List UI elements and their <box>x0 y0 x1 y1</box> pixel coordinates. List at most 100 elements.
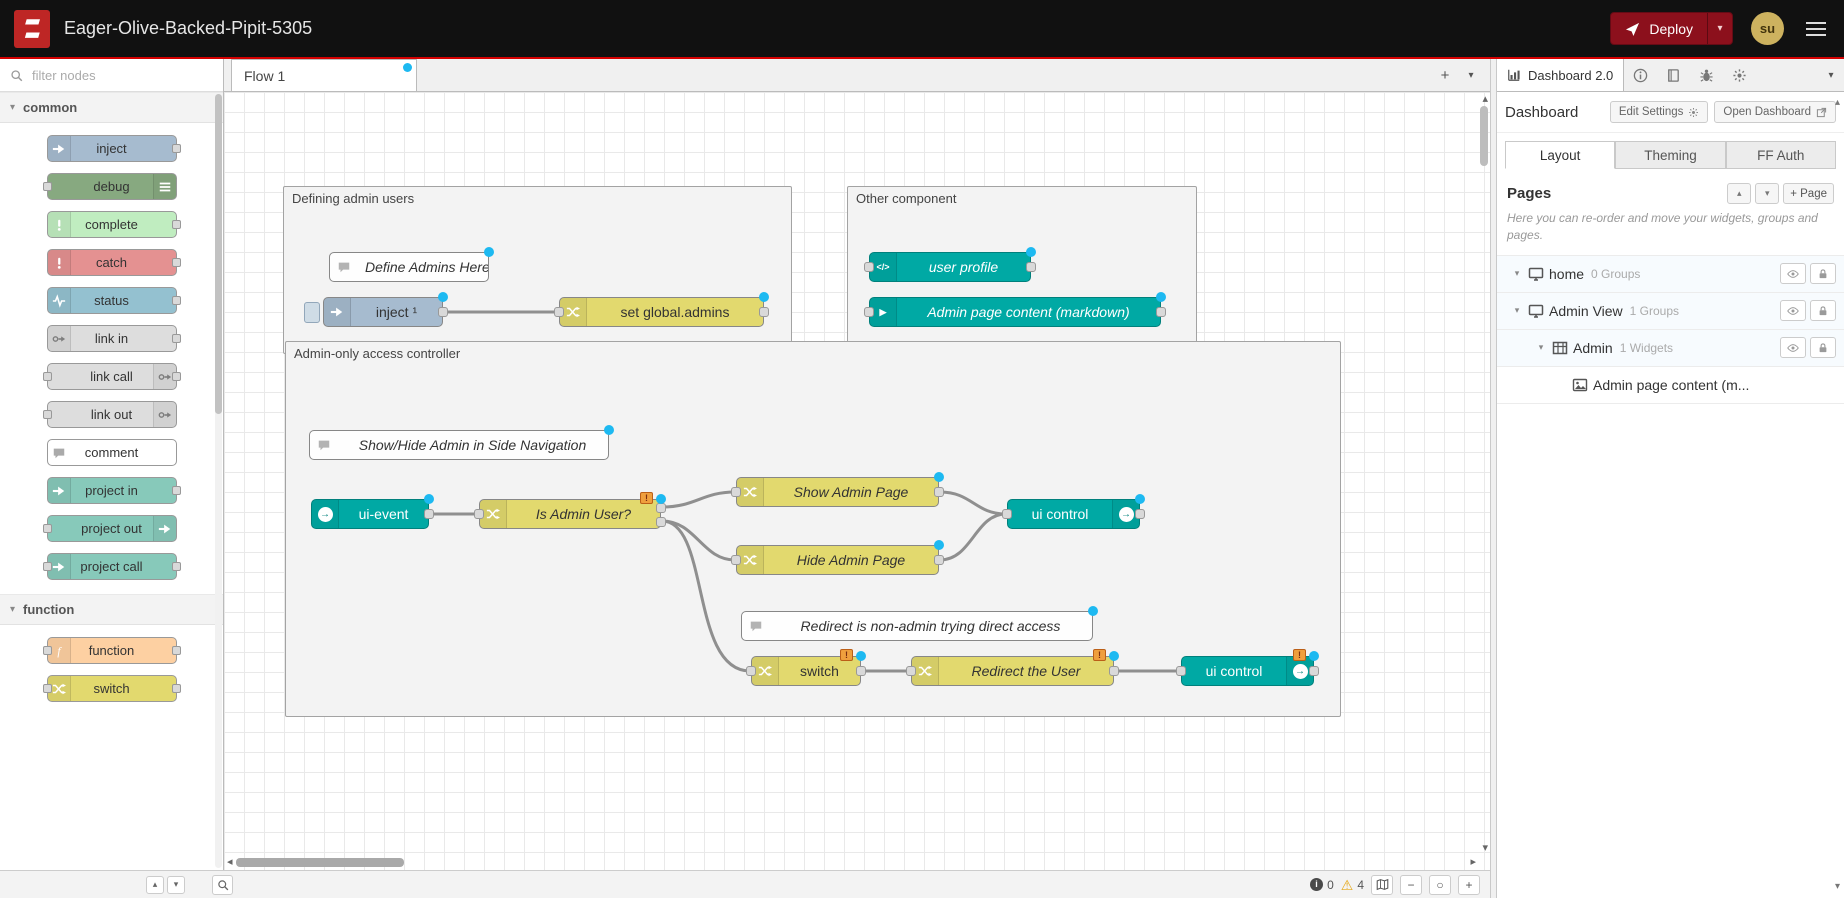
palette-node-debug[interactable]: debug <box>47 173 177 200</box>
node-is-admin-user[interactable]: Is Admin User? ! <box>479 499 661 529</box>
palette-node-status[interactable]: status <box>47 287 177 314</box>
node-comment-redirect[interactable]: Redirect is non-admin trying direct acce… <box>741 611 1093 641</box>
node-comment-show-hide-admin[interactable]: Show/Hide Admin in Side Navigation <box>309 430 609 460</box>
input-port[interactable] <box>1002 509 1012 519</box>
palette-node-project-out[interactable]: project out <box>47 515 177 542</box>
node-switch[interactable]: switch ! <box>751 656 861 686</box>
chevron-down-icon[interactable]: ▾ <box>1509 268 1525 279</box>
output-port[interactable] <box>438 307 448 317</box>
tab-debug[interactable] <box>1690 59 1723 91</box>
edit-settings-button[interactable]: Edit Settings <box>1610 101 1709 123</box>
node-set-global-admins[interactable]: set global.admins <box>559 297 764 327</box>
input-port[interactable] <box>864 307 874 317</box>
output-port[interactable] <box>1309 666 1319 676</box>
move-page-down-button[interactable]: ▾ <box>1755 183 1779 204</box>
output-port[interactable] <box>1026 262 1036 272</box>
node-ui-control-2[interactable]: ui control → ! <box>1181 656 1314 686</box>
visibility-toggle-button[interactable] <box>1780 300 1806 321</box>
node-ui-control-1[interactable]: ui control → <box>1007 499 1140 529</box>
input-port[interactable] <box>474 509 484 519</box>
palette-node-inject[interactable]: inject <box>47 135 177 162</box>
tab-theming[interactable]: Theming <box>1615 141 1725 169</box>
palette-node-link-out[interactable]: link out <box>47 401 177 428</box>
tree-row-admin-group[interactable]: ▾ Admin 1 Widgets <box>1497 330 1844 367</box>
tab-config[interactable] <box>1723 59 1756 91</box>
tab-flow-1[interactable]: Flow 1 <box>231 59 417 91</box>
canvas-scroll-left[interactable]: ◂ <box>227 857 233 868</box>
palette-category-common[interactable]: ▾ common <box>0 92 223 123</box>
node-show-admin-page[interactable]: Show Admin Page <box>736 477 939 507</box>
output-port[interactable] <box>856 666 866 676</box>
palette-node-project-in[interactable]: project in <box>47 477 177 504</box>
node-redirect-the-user[interactable]: Redirect the User ! <box>911 656 1114 686</box>
flow-canvas[interactable]: Defining admin users Other component Adm… <box>224 92 1490 870</box>
input-port[interactable] <box>906 666 916 676</box>
chevron-down-icon[interactable]: ▾ <box>1509 305 1525 316</box>
output-port[interactable] <box>934 487 944 497</box>
lock-toggle-button[interactable] <box>1810 263 1836 284</box>
canvas-scroll-down[interactable]: ▾ <box>1482 843 1488 854</box>
inject-trigger-button[interactable] <box>304 302 320 323</box>
tree-row-admin-page-content[interactable]: Admin page content (m... <box>1497 367 1844 404</box>
input-port[interactable] <box>746 666 756 676</box>
input-port[interactable] <box>864 262 874 272</box>
flow-list-button[interactable]: ▾ <box>1458 63 1484 87</box>
palette-node-comment[interactable]: comment <box>47 439 177 466</box>
add-flow-button[interactable]: + <box>1432 63 1458 87</box>
canvas-scroll-up[interactable]: ▴ <box>1482 94 1488 105</box>
output-port[interactable] <box>1156 307 1166 317</box>
zoom-reset-button[interactable]: ○ <box>1429 875 1451 895</box>
tree-row-admin-view[interactable]: ▾ Admin View 1 Groups <box>1497 293 1844 330</box>
palette-search-input[interactable] <box>30 67 180 84</box>
output-port[interactable] <box>424 509 434 519</box>
palette-collapse-button[interactable]: ▴ <box>146 876 164 894</box>
open-dashboard-button[interactable]: Open Dashboard <box>1714 101 1836 123</box>
lock-toggle-button[interactable] <box>1810 337 1836 358</box>
palette-node-link-call[interactable]: link call <box>47 363 177 390</box>
input-port[interactable] <box>1176 666 1186 676</box>
tab-layout[interactable]: Layout <box>1505 141 1615 169</box>
palette-node-link-in[interactable]: link in <box>47 325 177 352</box>
sidebar-tab-list-button[interactable]: ▾ <box>1818 59 1844 91</box>
node-inject[interactable]: inject ¹ <box>323 297 443 327</box>
canvas-scroll-right[interactable]: ▸ <box>1470 857 1476 868</box>
input-port[interactable] <box>731 555 741 565</box>
tab-dashboard-2[interactable]: Dashboard 2.0 <box>1497 59 1624 91</box>
palette-expand-button[interactable]: ▾ <box>167 876 185 894</box>
search-flows-button[interactable] <box>212 875 233 895</box>
node-hide-admin-page[interactable]: Hide Admin Page <box>736 545 939 575</box>
deploy-options-caret[interactable]: ▾ <box>1707 13 1732 44</box>
warning-count[interactable]: ⚠ 4 <box>1341 878 1364 892</box>
palette-category-function[interactable]: ▾ function <box>0 594 223 625</box>
palette-node-complete[interactable]: complete <box>47 211 177 238</box>
output-port-1[interactable] <box>656 503 666 513</box>
navigator-toggle-button[interactable] <box>1371 875 1393 895</box>
palette-scrollbar-thumb[interactable] <box>215 94 222 414</box>
move-page-up-button[interactable]: ▴ <box>1727 183 1751 204</box>
visibility-toggle-button[interactable] <box>1780 337 1806 358</box>
output-port[interactable] <box>934 555 944 565</box>
sidebar-resize-handle[interactable] <box>1490 59 1497 898</box>
palette-node-catch[interactable]: catch <box>47 249 177 276</box>
node-comment-define-admins[interactable]: Define Admins Here <box>329 252 489 282</box>
zoom-out-button[interactable]: − <box>1400 875 1422 895</box>
canvas-vertical-scrollbar[interactable] <box>1480 106 1488 166</box>
tab-help[interactable] <box>1657 59 1690 91</box>
output-port[interactable] <box>1109 666 1119 676</box>
palette-scrollbar[interactable] <box>215 94 222 868</box>
zoom-in-button[interactable]: + <box>1458 875 1480 895</box>
user-avatar[interactable]: su <box>1751 12 1784 45</box>
output-port[interactable] <box>1135 509 1145 519</box>
main-menu-button[interactable] <box>1802 18 1830 40</box>
tree-row-home[interactable]: ▾ home 0 Groups <box>1497 256 1844 293</box>
chevron-down-icon[interactable]: ▾ <box>1533 342 1549 353</box>
add-page-button[interactable]: + Page <box>1783 183 1834 204</box>
node-ui-event[interactable]: → ui-event <box>311 499 429 529</box>
sidebar-scroll-down[interactable]: ▾ <box>1835 881 1840 892</box>
tab-info[interactable] <box>1624 59 1657 91</box>
input-port[interactable] <box>731 487 741 497</box>
node-user-profile[interactable]: </> user profile <box>869 252 1031 282</box>
node-admin-page-content[interactable]: ▶ Admin page content (markdown) <box>869 297 1161 327</box>
canvas-horizontal-scrollbar[interactable] <box>236 858 404 867</box>
palette-node-project-call[interactable]: project call <box>47 553 177 580</box>
